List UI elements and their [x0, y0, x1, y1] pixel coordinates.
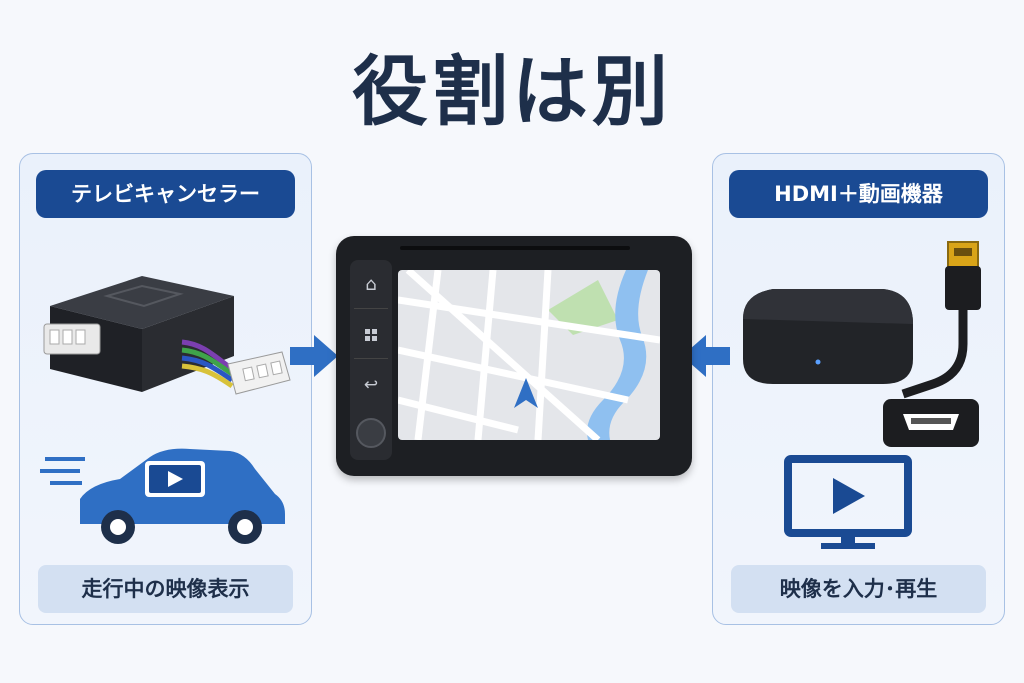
hdmi-device-caption: 映像を入力･再生 — [731, 565, 986, 613]
home-icon[interactable]: ⌂ — [365, 274, 377, 295]
tv-canceller-caption: 走行中の映像表示 — [38, 565, 293, 613]
navigation-map-screen[interactable] — [398, 270, 660, 440]
hdmi-device-heading: HDMI＋動画機器 — [729, 170, 988, 218]
monitor-play-icon — [784, 455, 912, 549]
disc-slot — [400, 246, 630, 250]
car-head-unit: ⌂ ↩ — [336, 236, 692, 476]
tv-canceller-panel: テレビキャンセラー 走行中の映像表示 — [19, 153, 312, 625]
tv-canceller-device-icon — [43, 276, 291, 395]
hdmi-device-panel: HDMI＋動画機器 映像を入力･再生 — [712, 153, 1005, 625]
page-title: 役割は別 — [352, 47, 672, 136]
side-button-strip: ⌂ ↩ — [350, 260, 392, 460]
arrow-right-icon — [290, 335, 338, 377]
car-video-icon — [40, 448, 285, 544]
apps-icon[interactable] — [358, 322, 384, 348]
back-icon[interactable]: ↩ — [363, 375, 379, 395]
arrow-left-icon — [682, 335, 730, 377]
media-player-hdmi-icon — [743, 241, 981, 447]
volume-knob[interactable] — [356, 418, 386, 448]
tv-canceller-heading: テレビキャンセラー — [36, 170, 295, 218]
